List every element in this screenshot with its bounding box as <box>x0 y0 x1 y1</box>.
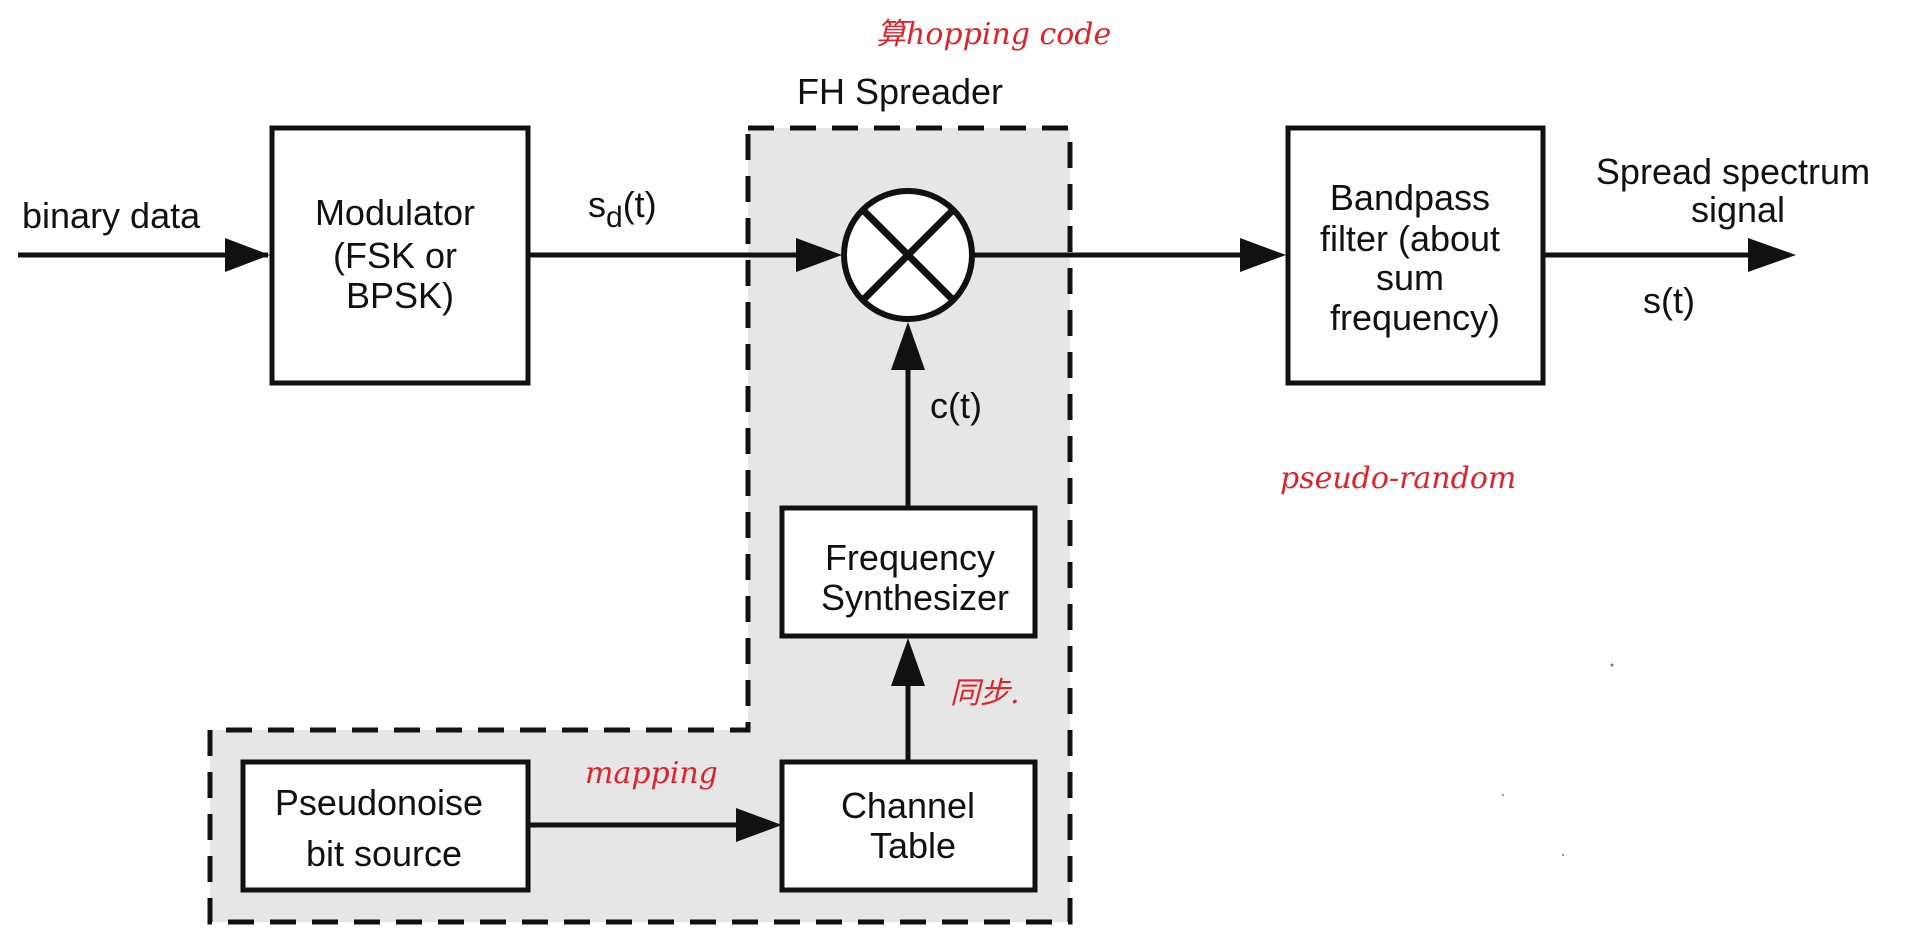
fh-spreader-region <box>207 125 1073 925</box>
pseudonoise-block <box>240 759 531 893</box>
speck-dot <box>1501 793 1505 797</box>
ct-label: c(t) <box>930 385 982 426</box>
modulator-label: Modulator (FSK or BPSK) <box>315 192 485 316</box>
annotation-sync: 同步. <box>950 676 1020 711</box>
multiplier-x-icon <box>841 188 975 322</box>
annotation-pseudo-random: pseudo-random <box>1280 461 1516 496</box>
annotation-mapping: mapping <box>585 756 718 791</box>
annotation-hopping-code: 算hopping code <box>876 17 1111 52</box>
channel-table-label: Channel Table <box>841 785 985 866</box>
modulator-block <box>269 125 531 386</box>
frequency-synthesizer-block <box>779 505 1038 639</box>
frequency-synthesizer-label: Frequency Synthesizer <box>821 537 1009 618</box>
output-label: Spread spectrum signal <box>1596 151 1880 230</box>
fh-spreader-title: FH Spreader <box>797 71 1003 112</box>
bandpass-filter-block <box>1285 125 1546 386</box>
speck-dot <box>1610 663 1614 667</box>
input-label: binary data <box>22 195 201 236</box>
pseudonoise-label: Pseudonoise bit source <box>275 782 493 874</box>
bandpass-filter-label: Bandpass filter (about sum frequency) <box>1320 177 1510 338</box>
st-label: s(t) <box>1643 280 1695 321</box>
speck-dot <box>1561 853 1565 857</box>
sd-label: sd(t) <box>588 184 657 234</box>
channel-table-block <box>779 759 1038 893</box>
